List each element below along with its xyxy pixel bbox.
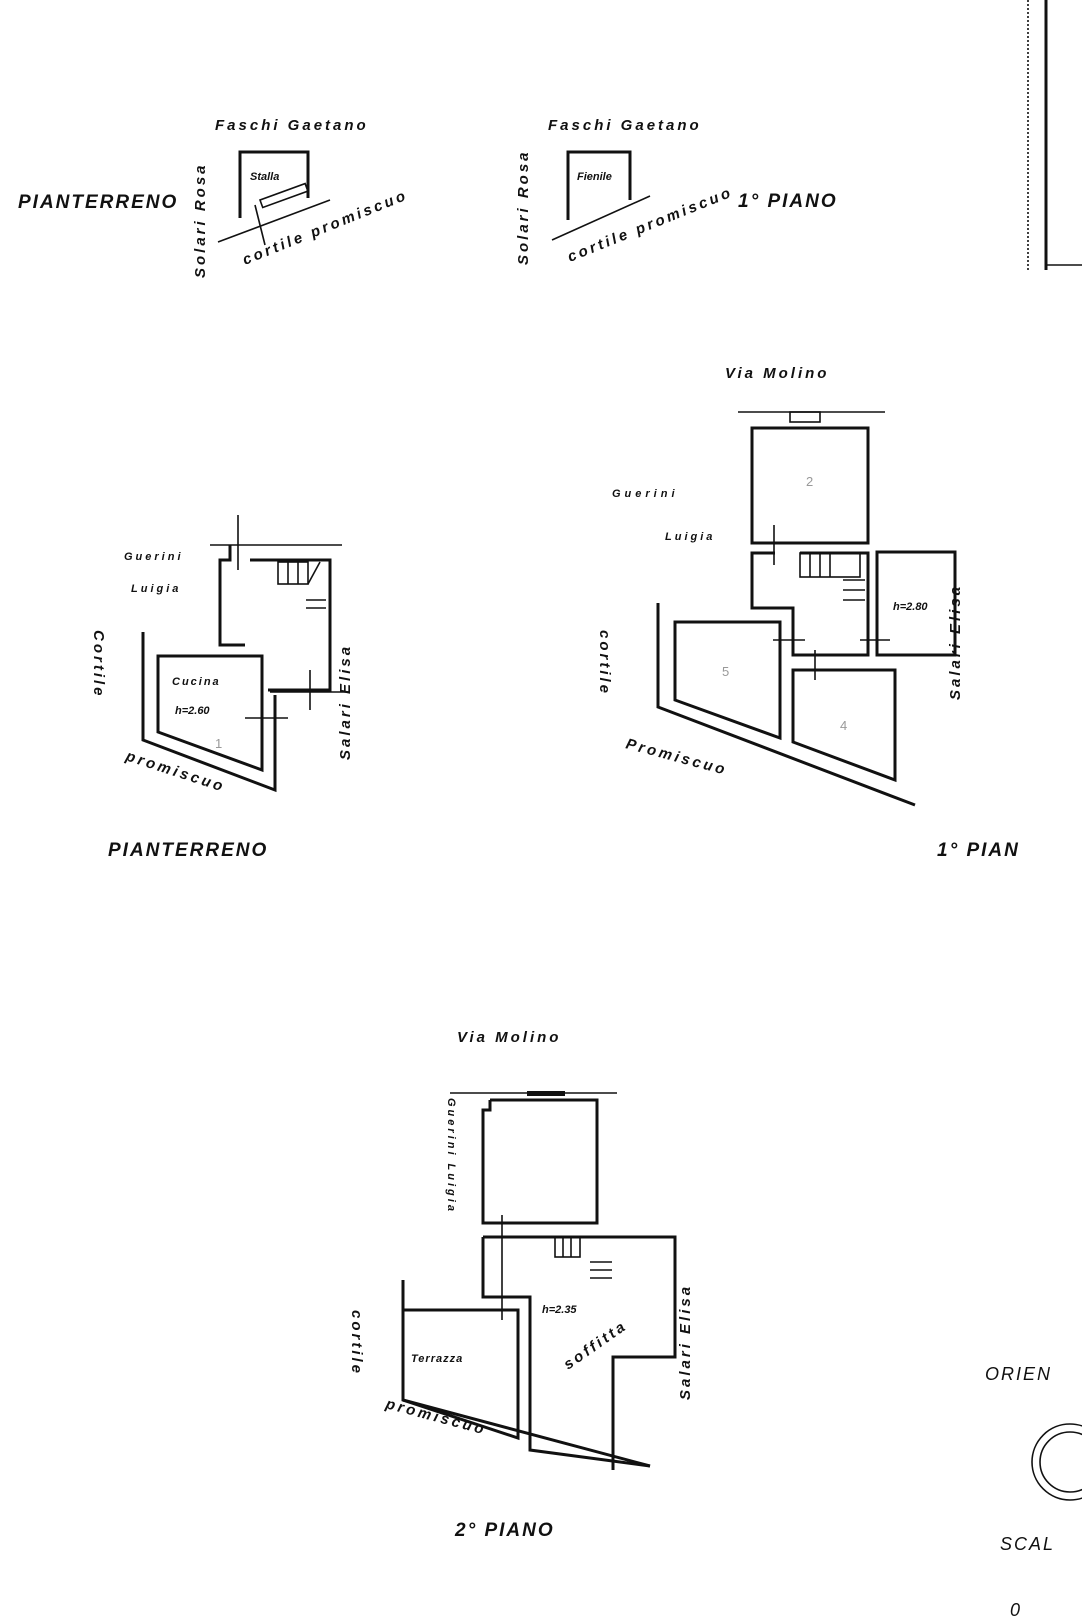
courtyard-side-label: cortile bbox=[348, 1310, 365, 1376]
street-label: Via Molino bbox=[725, 365, 829, 382]
owner-north-label: Faschi Gaetano bbox=[548, 117, 702, 134]
scale-value: 0 bbox=[1010, 1600, 1022, 1616]
neighbor-west-label: Guerini Luigia bbox=[445, 1098, 457, 1214]
neighbor-east-label: Salari Elisa bbox=[947, 584, 964, 700]
first-floor-plan: Guerini Luigia Via Molino cortile Salari… bbox=[596, 365, 1020, 861]
neighbor-west-line1: Guerini bbox=[124, 551, 184, 563]
neighbor-east-label: Salari Elisa bbox=[337, 644, 354, 760]
plan-title: 2° PIANO bbox=[454, 1520, 555, 1541]
room-name: Cucina bbox=[172, 676, 221, 688]
street-label: Via Molino bbox=[457, 1029, 561, 1046]
sheet-frame bbox=[1027, 0, 1082, 270]
extract-plan-first: Faschi Gaetano Solari Rosa Fienile corti… bbox=[515, 117, 838, 266]
courtyard-bottom-label: promiscuo bbox=[383, 1395, 489, 1439]
room-number: 5 bbox=[722, 664, 729, 679]
room-label: Stalla bbox=[250, 171, 279, 183]
scale-label: SCAL bbox=[1000, 1534, 1055, 1554]
neighbor-east-label: Salari Elisa bbox=[677, 1284, 694, 1400]
attic-label: soffitta bbox=[561, 1317, 631, 1373]
neighbor-west-line2: Luigia bbox=[131, 583, 181, 595]
plan-title: PIANTERRENO bbox=[18, 192, 178, 213]
owner-north-label: Faschi Gaetano bbox=[215, 117, 369, 134]
neighbor-west-line1: Guerini bbox=[612, 488, 679, 500]
second-floor-plan: Via Molino Guerini Luigia cortile Salari… bbox=[348, 1029, 694, 1541]
courtyard-side-label: Cortile bbox=[90, 630, 107, 699]
owner-west-label: Solari Rosa bbox=[192, 162, 209, 278]
orientation-label: ORIEN bbox=[985, 1364, 1052, 1384]
plan-title: PIANTERRENO bbox=[108, 840, 268, 861]
courtyard-bottom-label: promiscuo bbox=[123, 747, 228, 796]
courtyard-label: cortile promiscuo bbox=[565, 184, 735, 266]
plan-title: 1° PIANO bbox=[738, 191, 838, 212]
room-number: 4 bbox=[840, 718, 847, 733]
room-height: h=2.80 bbox=[893, 601, 928, 613]
owner-west-label: Solari Rosa bbox=[515, 149, 532, 265]
courtyard-side-label: cortile bbox=[596, 630, 613, 696]
terrace-label: Terrazza bbox=[411, 1353, 463, 1365]
ground-floor-plan: Guerini Luigia Cortile Salari Elisa prom… bbox=[90, 515, 354, 861]
neighbor-west-line2: Luigia bbox=[665, 531, 715, 543]
plan-title: 1° PIAN bbox=[937, 840, 1020, 861]
room-number: 2 bbox=[806, 474, 813, 489]
courtyard-bottom-label: Promiscuo bbox=[624, 735, 729, 778]
room-height: h=2.60 bbox=[175, 705, 210, 717]
compass-rose-icon bbox=[1031, 1423, 1082, 1501]
extract-plan-ground: Faschi Gaetano Solari Rosa Stalla cortil… bbox=[18, 117, 410, 278]
room-height: h=2.35 bbox=[542, 1304, 577, 1316]
room-number: 1 bbox=[215, 736, 222, 751]
room-label: Fienile bbox=[577, 171, 612, 183]
legend: ORIEN SCAL 0 bbox=[985, 1364, 1082, 1616]
courtyard-label: cortile promiscuo bbox=[240, 187, 410, 269]
